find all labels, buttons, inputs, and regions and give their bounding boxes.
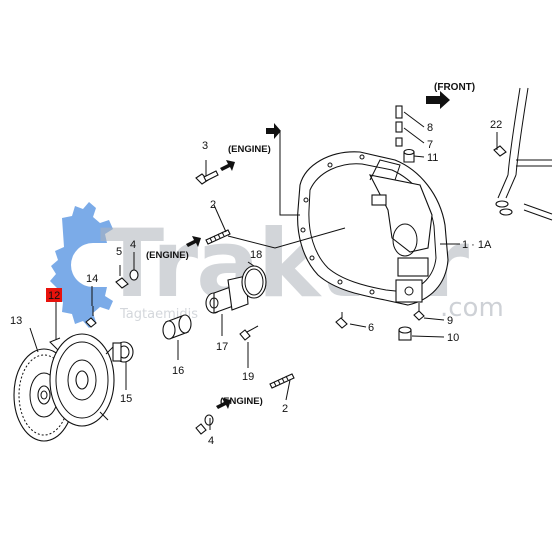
callout-3: 3 [202,140,208,152]
front-arrow-icon [426,91,450,109]
engine-label-bottom: (ENGINE) [220,396,263,407]
o-ring [241,265,267,299]
release-hub [162,314,192,340]
callout-4-mid: 4 [130,239,136,251]
callout-13: 13 [10,315,22,327]
bolt-9 [413,303,425,321]
callout-16: 16 [172,365,184,377]
callout-17: 17 [216,341,228,353]
bolt-4-bottom [195,414,214,435]
callout-5: 5 [116,246,122,258]
bolt-6 [335,312,348,329]
cap-11 [403,148,415,163]
release-bearing [112,341,134,363]
engine-label-mid: (ENGINE) [146,250,189,261]
dipstick-tube [493,87,553,221]
transmission-case [297,151,449,306]
callout-4-bottom: 4 [208,435,214,447]
front-label: (FRONT) [434,82,475,93]
pins-7-8 [395,105,403,147]
callout-7: 7 [427,139,433,151]
callout-12-highlight [46,288,62,302]
plug-10 [398,326,412,341]
bolt-5-washer-4 [115,269,139,289]
callout-2-bottom: 2 [282,403,288,415]
bolt-3 [195,170,219,185]
callout-9: 9 [447,315,453,327]
callout-15: 15 [120,393,132,405]
callout-14: 14 [86,273,98,285]
callout-22: 22 [490,119,502,131]
callout-6: 6 [368,322,374,334]
callout-2-top: 2 [210,199,216,211]
engine-arrow-icon [186,123,281,409]
callout-18: 18 [250,249,262,261]
watermark-gear-icon [50,202,113,328]
callout-10: 10 [447,332,459,344]
stud-2-top [205,229,231,245]
callout-12: 12 [48,290,60,302]
bolt-19 [239,325,259,341]
watermark-domain: .com [440,293,504,323]
bolt-14 [85,306,97,328]
callout-19: 19 [242,371,254,383]
callout-1-1a: 1 · 1A [462,239,492,251]
callout-8: 8 [427,122,433,134]
engine-label-top: (ENGINE) [228,144,271,155]
stud-2-bottom [269,373,295,389]
pressure-plate [49,333,115,427]
callout-11: 11 [427,152,438,164]
leader-lines [29,111,498,430]
